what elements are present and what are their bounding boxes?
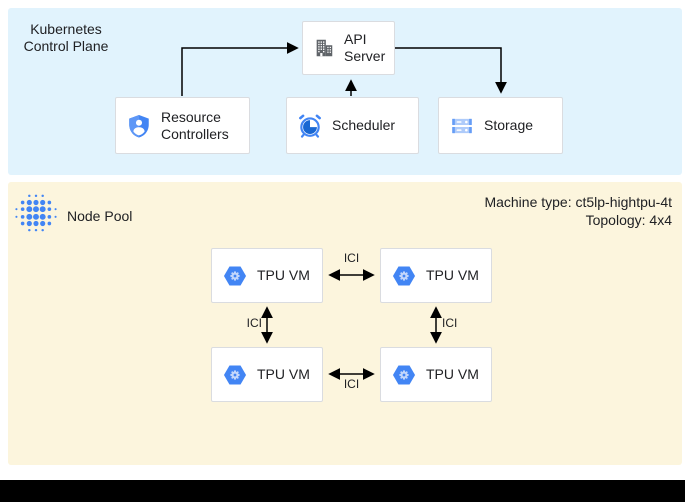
tpu-hexagon-icon [391,362,417,388]
ici-label-bottom: ICI [343,377,360,391]
machine-type-label: Machine type: ct5lp-hightpu-4t [484,194,672,210]
ici-label-left: ICI [246,316,262,330]
storage-label: Storage [484,117,534,133]
building-icon [313,37,335,59]
tpu-vm-label: TPU VM [426,366,479,382]
node-pool-header: Node Pool [15,192,132,239]
tpu-vm-label: TPU VM [257,267,310,283]
storage-node: Storage [438,97,563,154]
control-plane-title: Kubernetes Control Plane [23,21,109,54]
tpu-vm-node-top-right: TPU VM [380,248,492,303]
tpu-vm-node-top-left: TPU VM [211,248,323,303]
scheduler-node: Scheduler [286,97,419,154]
api-server-label: API Server [344,31,386,64]
node-pool-panel [8,182,682,465]
resource-controllers-node: Resource Controllers [115,97,250,154]
shield-user-icon [126,113,152,139]
tpu-hexagon-icon [222,362,248,388]
alarm-clock-icon [297,113,323,139]
tpu-vm-node-bottom-left: TPU VM [211,347,323,402]
tpu-vm-label: TPU VM [257,366,310,382]
resource-controllers-label: Resource Controllers [161,108,229,142]
tpu-vm-label: TPU VM [426,267,479,283]
tpu-hexagon-icon [391,263,417,289]
machine-info: Machine type: ct5lp-hightpu-4t Topology:… [484,193,672,229]
node-pool-dots-icon [15,192,57,239]
ici-label-right: ICI [442,316,458,330]
tpu-vm-node-bottom-right: TPU VM [380,347,492,402]
scheduler-label: Scheduler [332,117,396,133]
ici-label-top: ICI [343,251,360,265]
api-server-node: API Server [302,21,395,75]
storage-disks-icon [449,113,475,139]
bottom-bar [0,480,685,502]
node-pool-title: Node Pool [67,207,133,224]
tpu-hexagon-icon [222,263,248,289]
topology-label: Topology: 4x4 [585,212,672,228]
